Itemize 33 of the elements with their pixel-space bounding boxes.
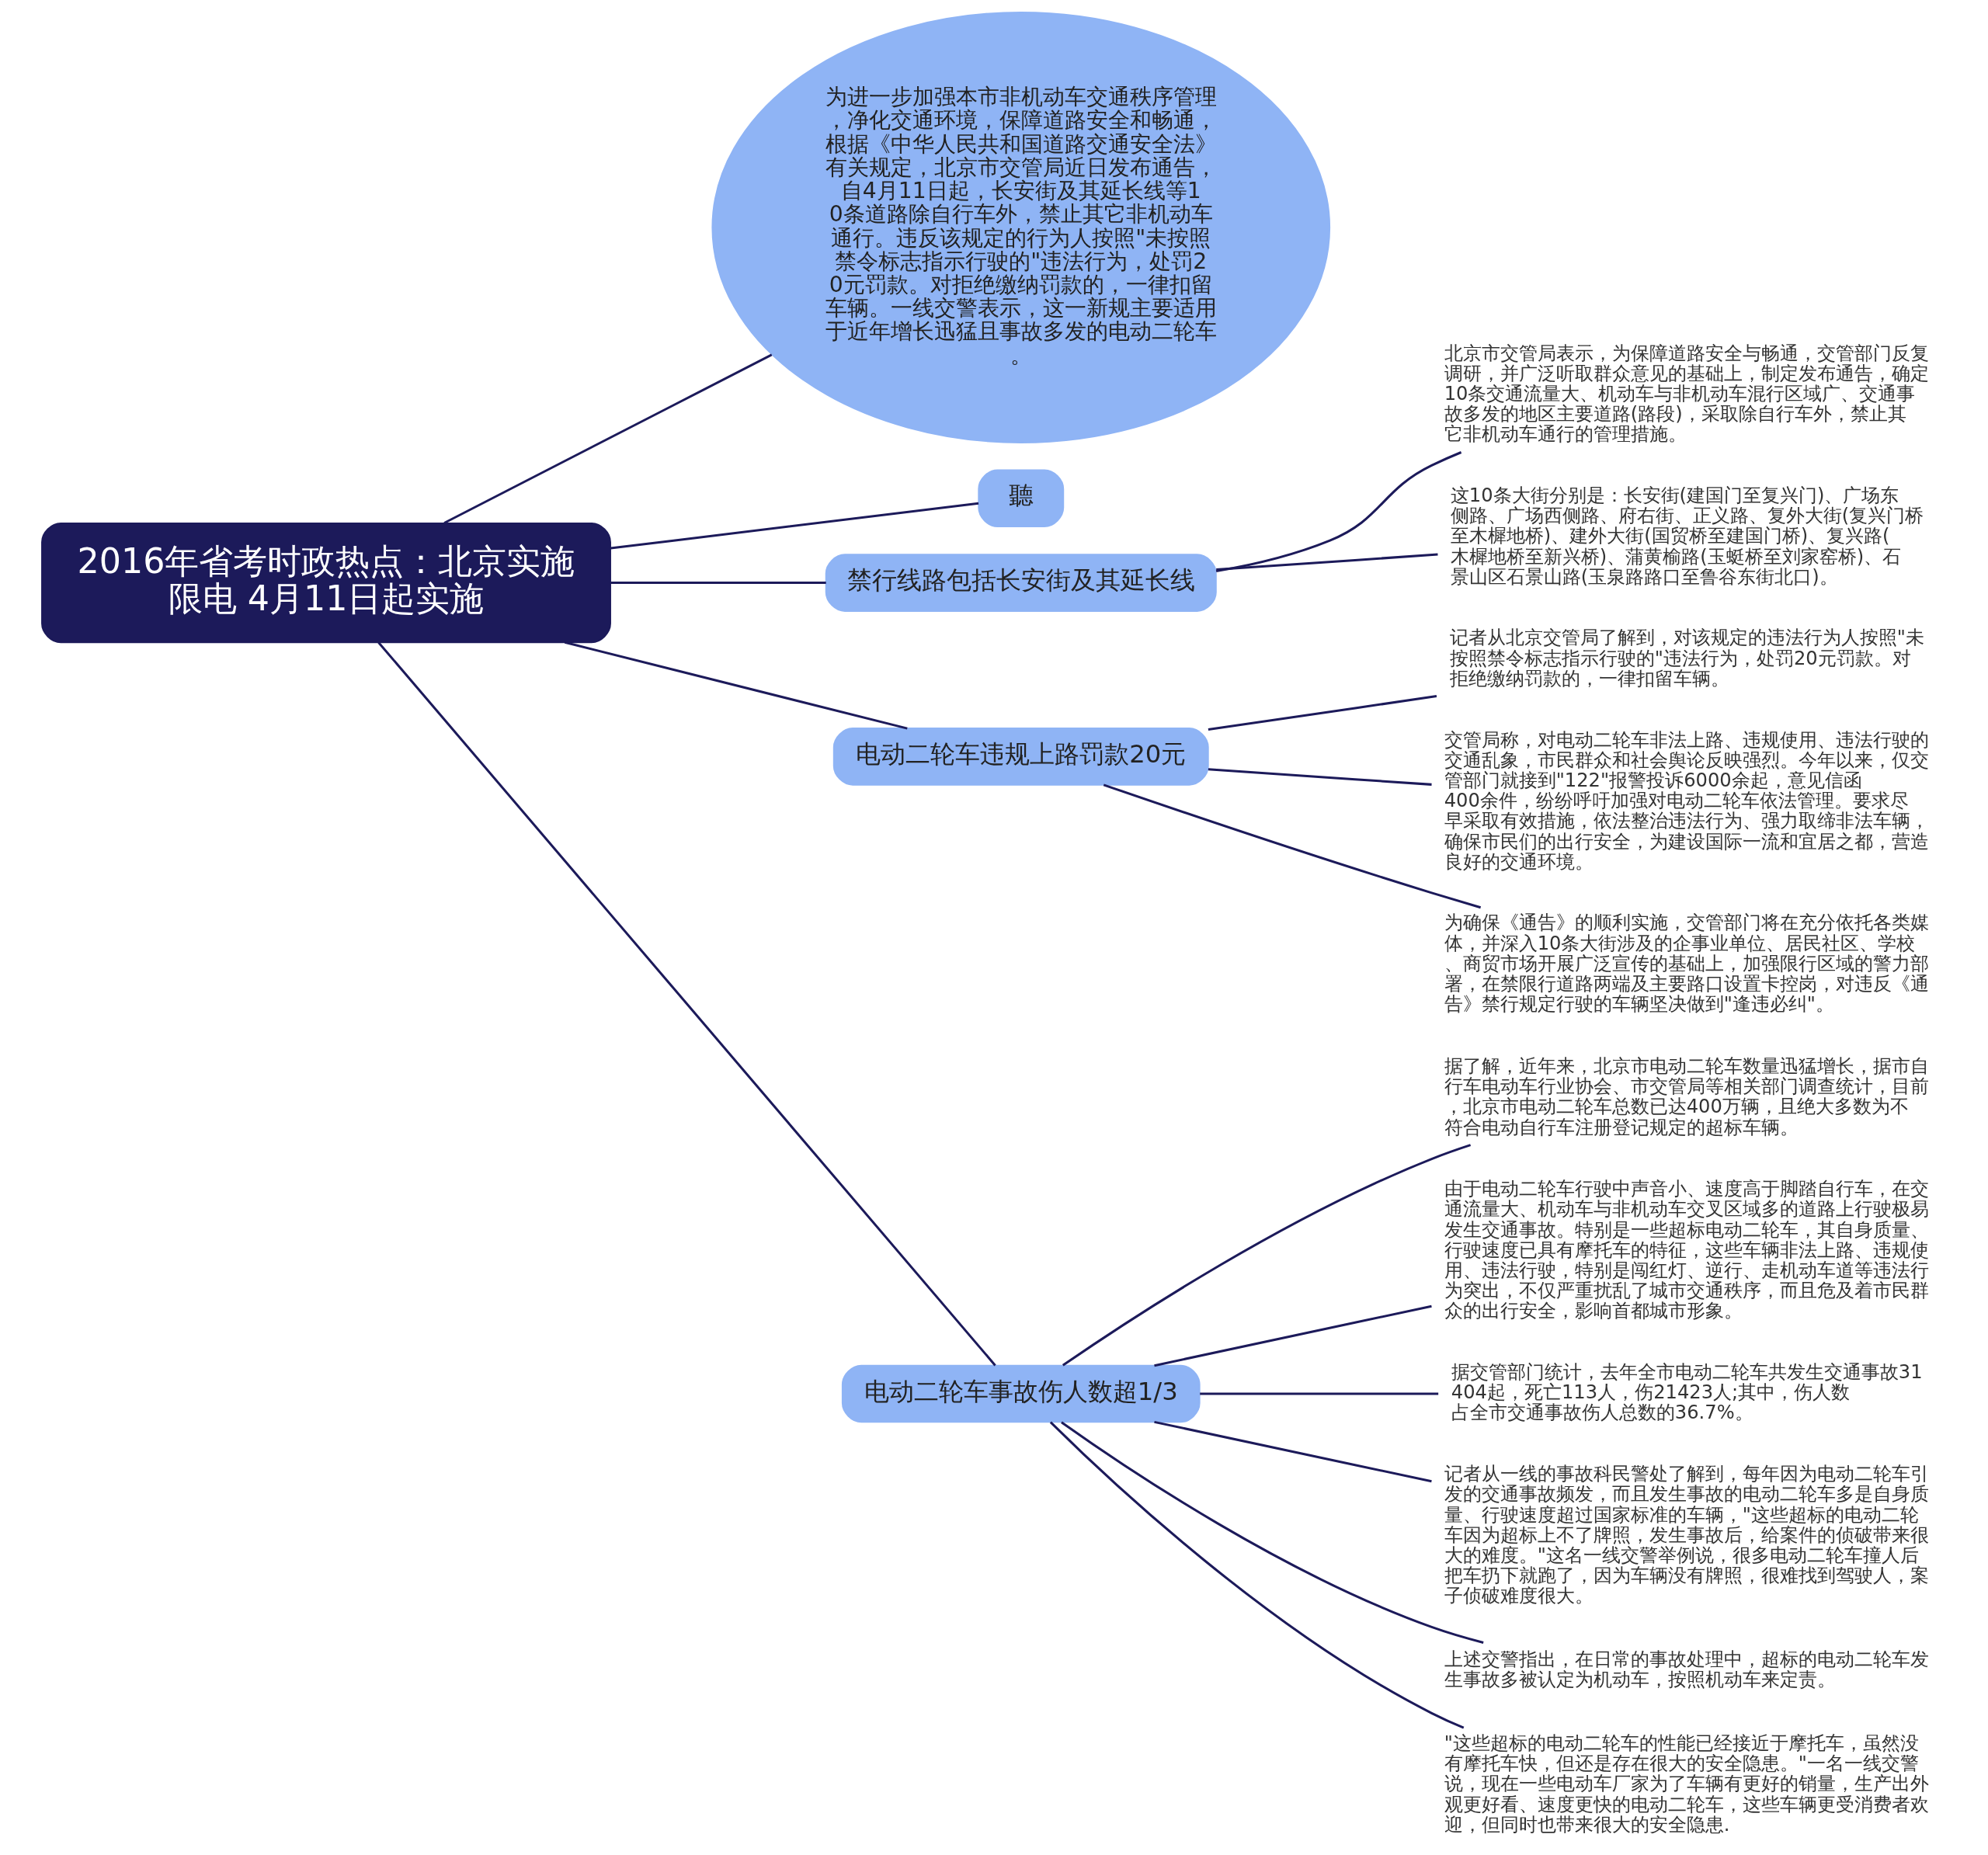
node-box: 电动二轮车事故伤人数超1/3 [841,1364,1201,1423]
node-text: 这10条大街分别是：长安街(建国门至复兴门)、广场东侧路、广场西侧路、府右街、正义路、复外大街(复兴门桥至木樨地桥)、建外大街(国贸桥至建国门桥)、复兴路(木樨地桥至新兴桥)、蒲黄榆路(玉蜓桥至刘家窑桥)、石景山区石景山路(玉泉路路口至鲁谷东街北口)。 [1450,484,1924,588]
node-box: 电动二轮车违规上路罚款20元 [832,728,1209,786]
node-box: 聽 [977,469,1064,528]
node-text: 由于电动二轮车行驶中声音小、速度高于脚踏自行车，在交通流量大、机动车与非机动车交叉区域多的道路上行驶极易发生交通事故。特别是一些超标电动二轮车，其自身质量、行驶速度已具有摩托车的特征，这些车辆非法上路、违规使用、违法行驶，特别是闯红灯、逆行、走机动车道等违法行为突出，不仅严重扰乱了城市交通秩序，而且危及着市民群众的出行安全，影响首都城市形象。 [1444,1178,1929,1322]
connector [1103,783,1481,909]
node-ellipse: 为进一步加强本市非机动车交通秩序管理，净化交通环境，保障道路安全和畅通，根据《中华人民共和国道路交通安全法》有关规定，北京市交管局近日发布通告，自4月11日起，长安街及其延长线等10条道路除自行车外，禁止其它非机动车通行。违反该规定的行为人按照"未按照禁令标志指示行驶的"违法行为，处罚20元罚款。对拒绝缴纳罚款的，一律扣留车辆。一线交警表示，这一新规主要适用于近年增长迅猛且事故多发的电动二轮车。 [711,11,1330,443]
connector [564,641,908,730]
connector [1153,1304,1432,1367]
node-box: 禁行线路包括长安街及其延长线 [825,554,1217,612]
node-text: 交管局称，对电动二轮车非法上路、违规使用、违法行驶的交通乱象，市民群众和社会舆论反映强烈。今年以来，仅交管部门就接到"122"报警投诉6000余起，意见信函400余件，纷纷呼吁加强对电动二轮车依法管理。要求尽早采取有效措施，依法整治违法行为、强力取缔非法车辆，确保市民们的出行安全，为建设国际一流和宜居之都，营造良好的交通环境。 [1444,728,1929,873]
connector [610,582,826,585]
node-text: 记者从一线的事故科民警处了解到，每年因为电动二轮车引发的交通事故频发，而且发生事故的电动二轮车多是自身质量、行驶速度超过国家标准的车辆，"这些超标的电动二轮车因为超标上不了牌照，发生事故后，给案件的侦破带来很大的难度。"这名一线交警举例说，很多电动二轮车撞人后把车扔下就跑了，因为车辆没有牌照，很难找到驾驶人，案子侦破难度很大。 [1444,1463,1929,1607]
connector [610,502,978,550]
connector [1208,695,1437,731]
node-box: 2016年省考时政热点：北京实施限电 4月11日起实施 [40,523,611,644]
node-text: 记者从北京交管局了解到，对该规定的违法行为人按照"未按照禁令标志指示行驶的"违法行为，处罚20元罚款。对拒绝缴纳罚款的，一律扣留车辆。 [1449,627,1924,690]
node-text: 上述交警指出，在日常的事故处理中，超标的电动二轮车发生事故多被认定为机动车，按照机动车来定责。 [1444,1648,1929,1691]
connector [1062,1144,1471,1367]
node-text: 北京市交管局表示，为保障道路安全与畅通，交管部门反复调研，并广泛听取群众意见的基础上，制定发布通告，确定10条交通流量大、机动车与非机动车混行区域广、交通事故多发的地区主要道路(路段)，采取除自行车外，禁止其它非机动车通行的管理措施。 [1444,342,1929,446]
connector [1215,553,1438,571]
connector [1060,1421,1484,1644]
connector [1215,451,1461,573]
connector [443,353,772,524]
connector [1153,1420,1432,1483]
connector [377,641,996,1367]
connector [1208,768,1432,786]
node-text: "这些超标的电动二轮车的性能已经接近于摩托车，虽然没有摩托车快，但还是存在很大的安全隐患。"一名一线交警说，现在一些电动车厂家为了车辆有更好的销量，生产出外观更好看、速度更快的电动二轮车，这些车辆更受消费者欢迎，但同时也带来很大的安全隐患. [1444,1732,1929,1836]
node-text: 据交管部门统计，去年全市电动二轮车共发生交通事故31404起，死亡113人，伤21423人;其中，伤人数占全市交通事故伤人总数的36.7%。 [1451,1361,1923,1424]
node-text: 据了解，近年来，北京市电动二轮车数量迅猛增长，据市自行车电动车行业协会、市交管局等相关部门调查统计，目前，北京市电动二轮车总数已达400万辆，且绝大多数为不符合电动自行车注册登记规定的超标车辆。 [1444,1054,1929,1138]
node-text: 为确保《通告》的顺利实施，交管部门将在充分依托各类媒体，并深入10条大街涉及的企事业单位、居民社区、学校、商贸市场开展广泛宣传的基础上，加强限行区域的警力部署，在禁限行道路两端及主要路口设置卡控岗，对违反《通告》禁行规定行驶的车辆坚决做到"逢违必纠"。 [1444,912,1929,1016]
connector [1199,1392,1438,1395]
connector [1049,1421,1464,1729]
